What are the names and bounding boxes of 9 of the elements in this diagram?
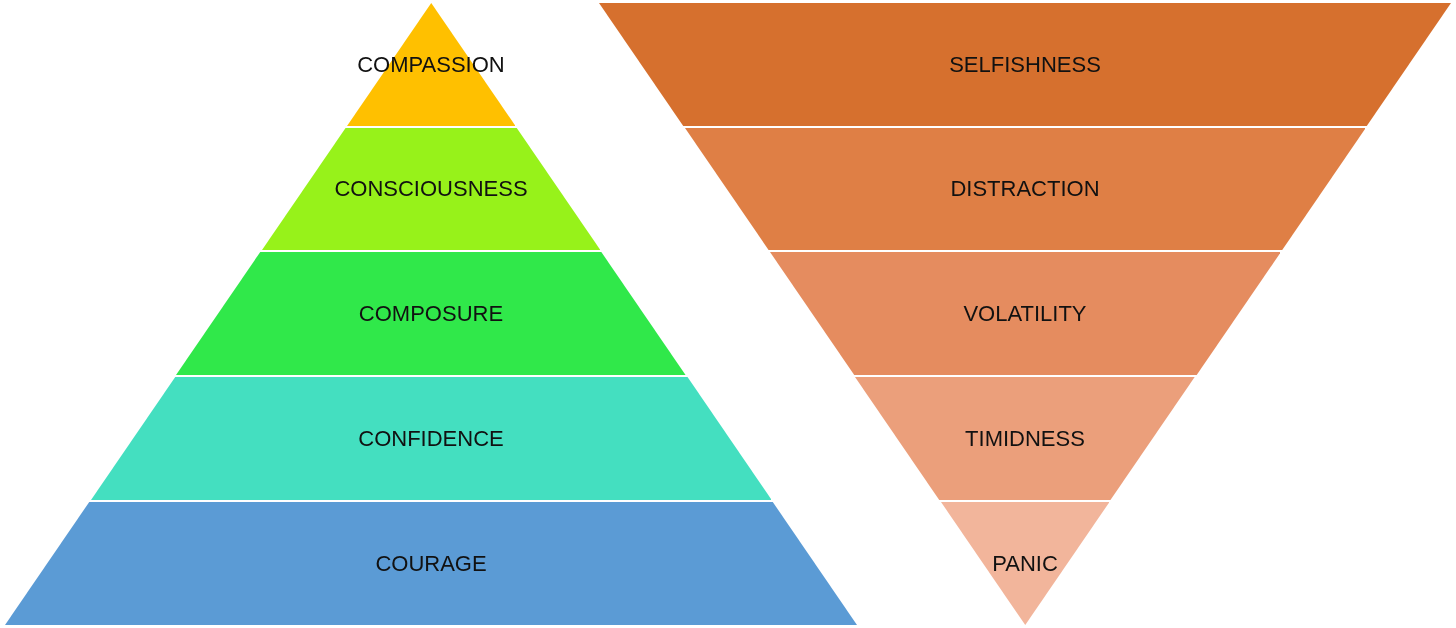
- tier-label: CONFIDENCE: [358, 425, 504, 452]
- tier-label: VOLATILITY: [963, 300, 1087, 327]
- tier-label: DISTRACTION: [950, 176, 1100, 202]
- tier-label: COURAGE: [375, 550, 487, 577]
- tier-label: COMPOSURE: [358, 300, 504, 327]
- tier-label: CONSCIOUSNESS: [334, 176, 528, 202]
- tier-label: SELFISHNESS: [949, 51, 1101, 78]
- tier-label: TIMIDNESS: [965, 425, 1085, 452]
- tier-label: PANIC: [992, 550, 1058, 577]
